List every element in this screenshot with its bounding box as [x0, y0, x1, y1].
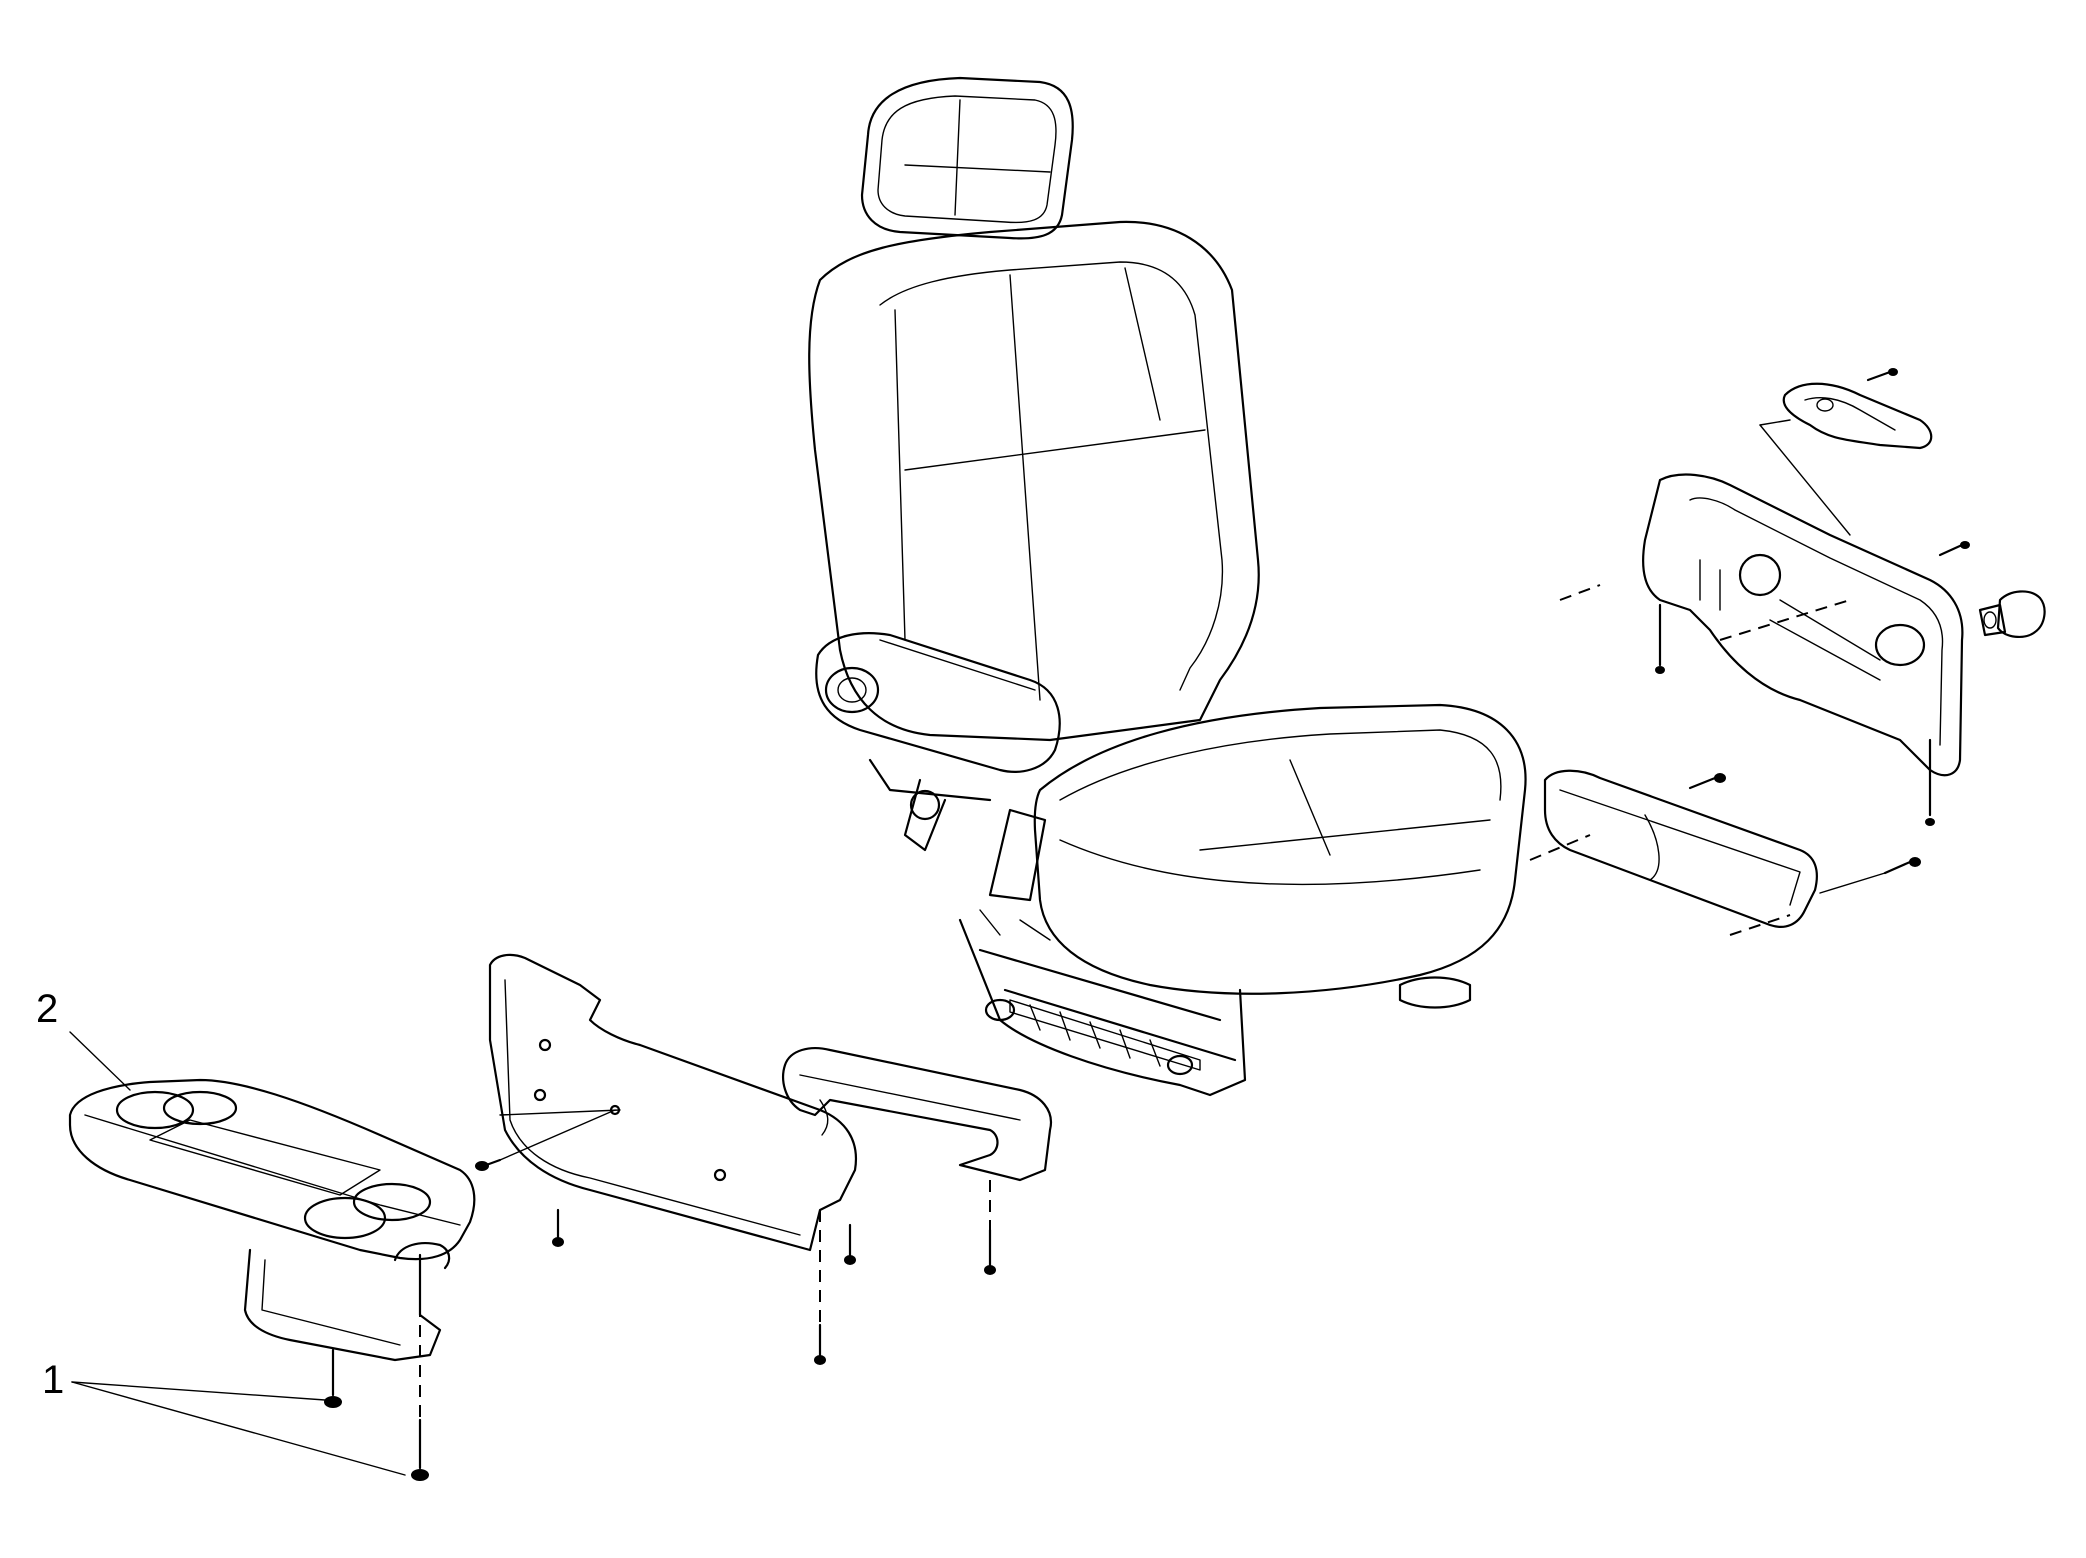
screw-trim-3 [1938, 541, 1970, 557]
recliner-trim-panel [1559, 473, 1964, 777]
screw-trim-2 [1925, 738, 1935, 826]
recliner-knob [1978, 590, 2046, 638]
seat-cushion [1033, 703, 1527, 995]
screw-tray-left [324, 1348, 342, 1408]
screw-panel-1 [552, 1208, 564, 1247]
screw-handle [1866, 368, 1898, 382]
side-shield-right [1529, 769, 1818, 936]
seat-assembly [808, 76, 1527, 1097]
screw-panel-3 [844, 1223, 856, 1265]
side-panel-center [488, 953, 858, 1252]
callout-1: 1 [42, 1358, 406, 1476]
cup-holder-tray [68, 1078, 476, 1362]
screw-shield-lower [984, 1180, 996, 1275]
recliner-handle [1759, 382, 1933, 536]
screw-panel-2 [814, 1210, 826, 1365]
screw-trim-1 [1655, 603, 1665, 674]
screw-panel-side [475, 1109, 616, 1171]
screw-tray-right [411, 1285, 429, 1481]
callout-label-2: 2 [36, 987, 58, 1031]
screw-shield-right-2 [1819, 857, 1921, 894]
seatback [808, 220, 1260, 742]
side-shield-lower [782, 1047, 1053, 1182]
seat-frame [868, 758, 1472, 1097]
fasteners [324, 368, 1970, 1481]
callout-label-1: 1 [42, 1358, 64, 1402]
screw-shield-right-1 [1688, 773, 1726, 790]
armrest [815, 632, 1061, 773]
headrest [860, 76, 1074, 240]
callout-2: 2 [36, 987, 131, 1091]
